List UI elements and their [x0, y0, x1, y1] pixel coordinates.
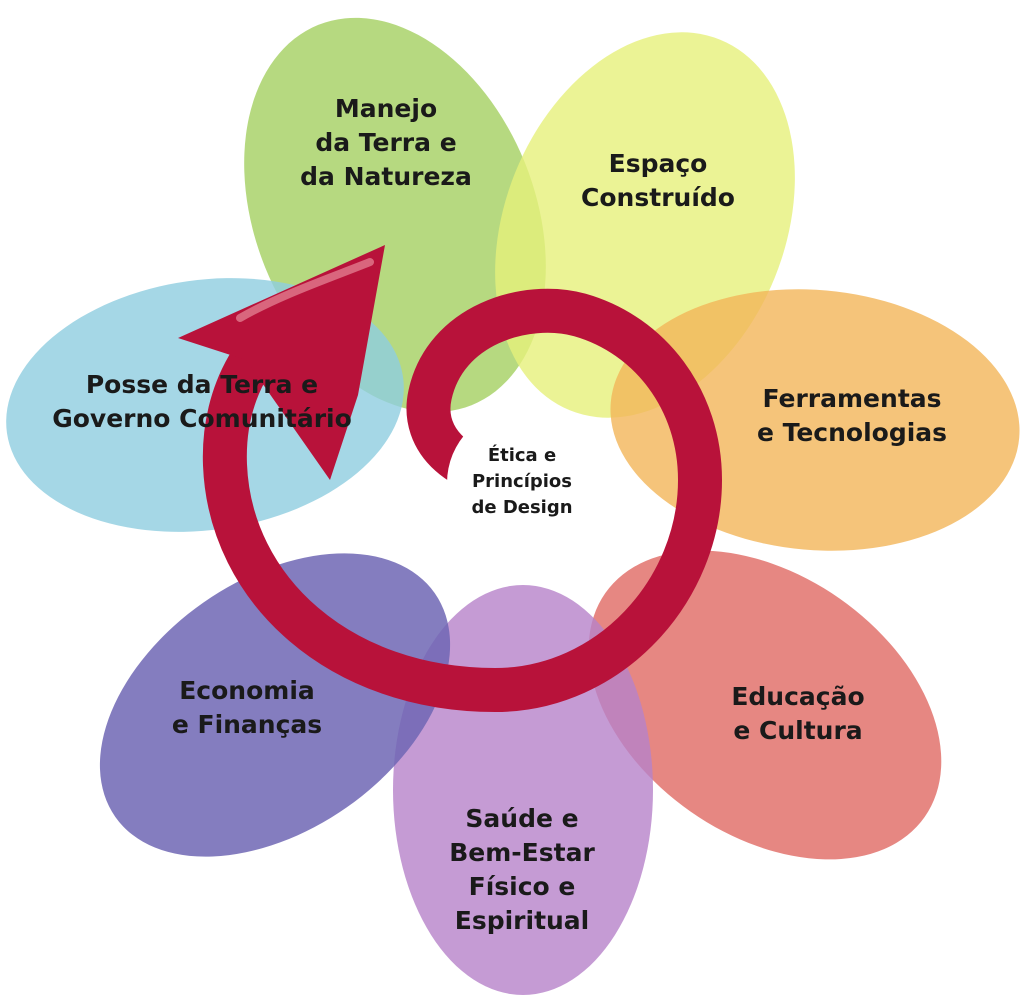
petal-education-culture	[588, 550, 942, 860]
label-line: e Cultura	[733, 716, 863, 745]
label-built-environment: Espaço Construído	[581, 147, 735, 215]
spiral-arrow	[202, 284, 723, 713]
label-line: Espiritual	[454, 906, 590, 935]
label-line: Bem-Estar	[449, 838, 595, 867]
label-line: de Design	[471, 497, 573, 518]
label-line: Economia	[179, 676, 315, 705]
label-land-tenure-governance: Posse da Terra e Governo Comunitário	[52, 368, 352, 436]
label-line: Ferramentas	[762, 384, 942, 413]
label-line: Espaço	[608, 149, 708, 178]
label-line: Ética e	[487, 445, 557, 466]
label-line: Educação	[731, 682, 865, 711]
label-line: Princípios	[471, 471, 573, 492]
label-line: Físico e	[468, 872, 576, 901]
label-line: Posse da Terra e	[85, 370, 319, 399]
label-line: da Natureza	[300, 162, 472, 191]
label-line: Saúde e	[465, 804, 579, 833]
center-disc	[447, 408, 597, 558]
label-line: Manejo	[334, 94, 438, 123]
center-label: Ética e Princípios de Design	[471, 443, 572, 521]
label-tools-technology: Ferramentas e Tecnologias	[757, 382, 947, 450]
spiral-highlight	[236, 258, 374, 322]
label-line: Governo Comunitário	[52, 404, 352, 433]
spiral-arrowhead	[178, 245, 385, 480]
label-line: e Tecnologias	[756, 418, 948, 447]
label-line: Construído	[581, 183, 735, 212]
label-health-wellbeing: Saúde e Bem-Estar Físico e Espiritual	[449, 802, 595, 938]
label-line: e Finanças	[171, 710, 323, 739]
petal-economy-finance	[99, 553, 451, 857]
label-land-nature: Manejo da Terra e da Natureza	[300, 92, 472, 194]
label-education-culture: Educação e Cultura	[731, 680, 864, 748]
label-line: da Terra e	[315, 128, 457, 157]
label-economy-finance: Economia e Finanças	[172, 674, 322, 742]
